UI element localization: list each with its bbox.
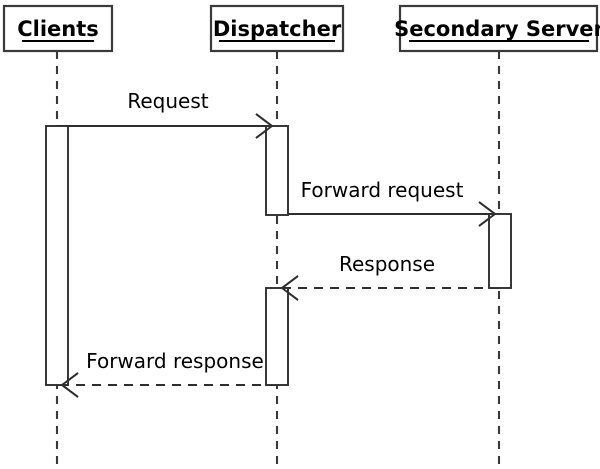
participant-label-secondary-server: Secondary Server <box>394 17 600 41</box>
message-forward-request[interactable] <box>277 201 497 227</box>
participant-secondary-server[interactable]: Secondary Server <box>394 4 600 53</box>
participant-box-secondary-server <box>398 4 599 53</box>
message-forward-response[interactable] <box>60 372 277 398</box>
participant-label-dispatcher: Dispatcher <box>213 17 342 41</box>
activations-layer <box>45 125 512 386</box>
activation-bar-clients[interactable] <box>45 125 69 386</box>
participant-box-dispatcher <box>209 4 345 53</box>
message-label-request: Request <box>127 89 208 113</box>
participant-dispatcher[interactable]: Dispatcher <box>209 4 345 53</box>
message-label-forward-response: Forward response <box>86 349 264 373</box>
activation-bar-secondary-server[interactable] <box>488 213 512 289</box>
message-response-arrowhead-overlay <box>280 275 299 301</box>
activation-bar-dispatcher-2[interactable] <box>265 287 289 386</box>
participant-headers-layer: Clients Dispatcher Secondary Server <box>2 4 600 53</box>
message-response[interactable] <box>280 275 499 301</box>
lifelines-layer <box>55 51 501 469</box>
activation-bar-dispatcher-1[interactable] <box>265 125 289 216</box>
message-request-arrowhead-overlay <box>255 113 274 139</box>
participant-box-clients <box>2 4 114 53</box>
message-label-response: Response <box>339 252 435 276</box>
participant-label-clients: Clients <box>17 17 99 41</box>
message-label-forward-request: Forward request <box>301 178 464 202</box>
message-request[interactable] <box>57 113 274 139</box>
message-labels-layer: Request Forward request Response Forward… <box>86 89 463 373</box>
message-forward-request-arrowhead-overlay <box>478 201 497 227</box>
arrowheads-overlay-layer <box>60 113 497 398</box>
message-forward-response-arrowhead-overlay <box>60 372 79 398</box>
participant-clients[interactable]: Clients <box>2 4 114 53</box>
